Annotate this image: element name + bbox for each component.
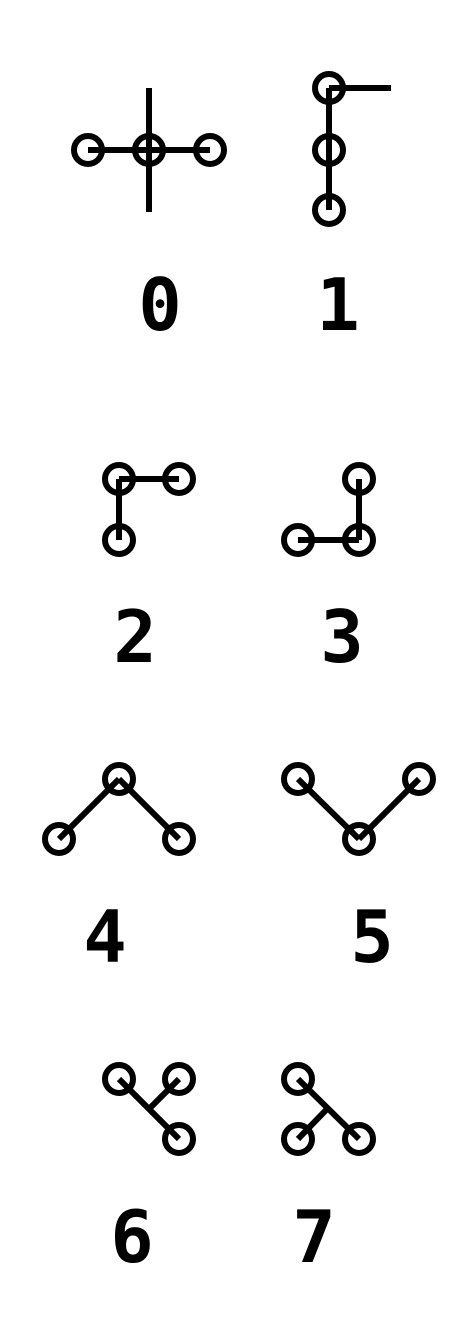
- edge: [295, 1105, 331, 1142]
- label-7: 7: [292, 1195, 335, 1279]
- node: [312, 71, 346, 105]
- node: [162, 1062, 196, 1096]
- edge: [147, 1076, 182, 1111]
- node: [102, 462, 136, 496]
- node: [312, 133, 346, 167]
- configuration-3: 3: [281, 462, 376, 679]
- node: [342, 822, 376, 856]
- label-6: 6: [110, 1195, 153, 1279]
- configuration-1: 1: [312, 71, 391, 347]
- node: [71, 133, 105, 167]
- node: [342, 1122, 376, 1156]
- node: [102, 523, 136, 557]
- configuration-2: 2: [102, 462, 196, 679]
- node: [342, 462, 376, 496]
- configuration-0: 0: [71, 88, 227, 347]
- node: [42, 822, 76, 856]
- label-4: 4: [83, 895, 126, 979]
- node: [281, 523, 315, 557]
- node: [342, 523, 376, 557]
- node: [281, 1122, 315, 1156]
- node: [102, 762, 136, 796]
- configuration-4: 4: [42, 762, 196, 979]
- label-2: 2: [113, 595, 156, 679]
- node: [162, 1122, 196, 1156]
- node: [132, 133, 166, 167]
- node: [162, 822, 196, 856]
- node: [162, 462, 196, 496]
- node: [402, 762, 436, 796]
- configuration-7: 7: [281, 1062, 376, 1279]
- node: [312, 193, 346, 227]
- label-0: 0: [138, 263, 181, 347]
- node: [281, 762, 315, 796]
- configuration-6: 6: [102, 1062, 196, 1279]
- configuration-5: 5: [281, 762, 436, 979]
- label-5: 5: [350, 895, 393, 979]
- label-1: 1: [316, 263, 359, 347]
- node: [193, 133, 227, 167]
- node: [281, 1062, 315, 1096]
- node: [102, 1062, 136, 1096]
- label-3: 3: [320, 595, 363, 679]
